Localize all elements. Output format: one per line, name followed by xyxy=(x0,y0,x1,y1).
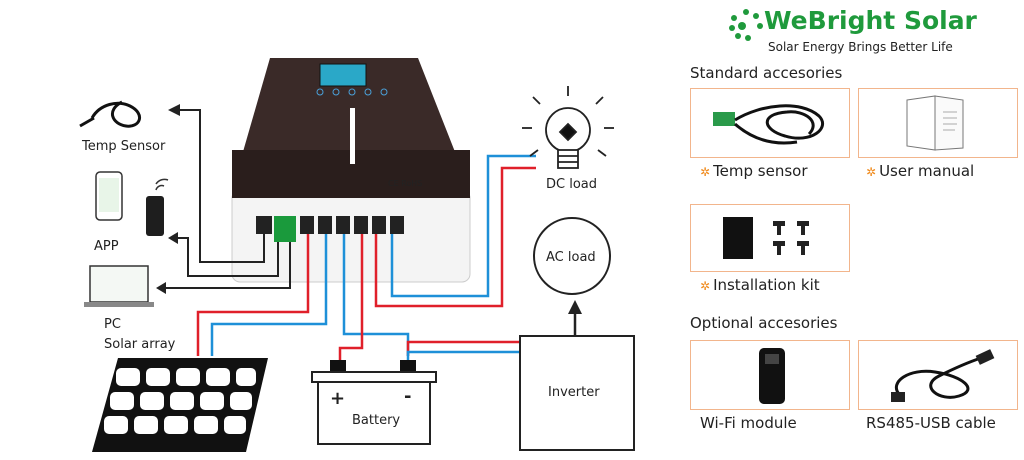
temp-sensor-cable-icon xyxy=(713,104,825,145)
terminal-block xyxy=(256,216,404,242)
standard-accessories-title: Standard accesories xyxy=(690,64,843,82)
wiring-diagram: CE RoHS Temp Sensor xyxy=(79,58,635,452)
inverter-box xyxy=(519,335,635,451)
battery-icon xyxy=(311,360,437,445)
accessory-card-user-manual xyxy=(858,88,1018,158)
accessory-label-wifi-module: Wi-Fi module xyxy=(700,414,797,432)
brand-tagline: Solar Energy Brings Better Life xyxy=(768,40,953,54)
star-icon: ✲ xyxy=(866,165,877,179)
arrow-to-temp-sensor xyxy=(168,104,180,116)
accessory-card-temp-sensor xyxy=(690,88,850,158)
ac-load-label: AC load xyxy=(546,250,596,265)
accessory-label-temp-sensor: ✲Temp sensor xyxy=(700,162,808,180)
ce-mark: CE RoHS xyxy=(388,179,422,188)
star-icon: ✲ xyxy=(700,165,711,179)
accessory-label-rs485-usb-cable: RS485-USB cable xyxy=(866,414,996,432)
wifi-dongle-icon xyxy=(146,178,169,236)
brand-logo-icon xyxy=(729,9,763,41)
light-bulb-icon xyxy=(522,86,614,169)
dc-load-label: DC load xyxy=(546,177,597,192)
app-label: APP xyxy=(94,239,119,254)
installation-kit-icon xyxy=(723,217,809,259)
accessory-card-rs485-usb-cable xyxy=(858,340,1018,410)
inverter-label: Inverter xyxy=(548,385,600,400)
wifi-module-icon xyxy=(759,348,785,404)
usb-cable-icon xyxy=(891,349,995,402)
user-manual-icon xyxy=(906,95,964,151)
lcd-screen xyxy=(319,63,367,87)
arrow-to-ac-load xyxy=(568,300,582,314)
smartphone-icon xyxy=(95,171,123,221)
brand-name: WeBright Solar xyxy=(764,6,977,35)
pc-label: PC xyxy=(104,317,121,332)
temp-sensor-cable-icon xyxy=(79,100,141,128)
temp-sensor-label: Temp Sensor xyxy=(81,139,166,154)
accessory-label-user-manual: ✲User manual xyxy=(866,162,975,180)
control-buttons xyxy=(316,88,388,96)
battery-minus-sign: - xyxy=(404,386,411,407)
battery-plus-sign: + xyxy=(330,388,345,409)
star-icon: ✲ xyxy=(700,279,711,293)
solar-panel-icon xyxy=(92,358,268,452)
accessory-card-installation-kit xyxy=(690,204,850,272)
brand-header: WeBright Solar Solar Energy Brings Bette… xyxy=(728,6,1018,58)
ac-load-circle xyxy=(533,217,611,295)
accessory-label-installation-kit: ✲Installation kit xyxy=(700,276,820,294)
optional-accessories-title: Optional accesories xyxy=(690,314,838,332)
solar-array-label: Solar array xyxy=(104,337,176,352)
accessory-card-wifi-module xyxy=(690,340,850,410)
arrow-to-pc xyxy=(156,282,166,294)
battery-label: Battery xyxy=(352,413,400,428)
arrow-to-app xyxy=(168,232,178,244)
laptop-icon xyxy=(84,265,154,307)
solar-charge-controller: CE RoHS xyxy=(231,58,471,283)
